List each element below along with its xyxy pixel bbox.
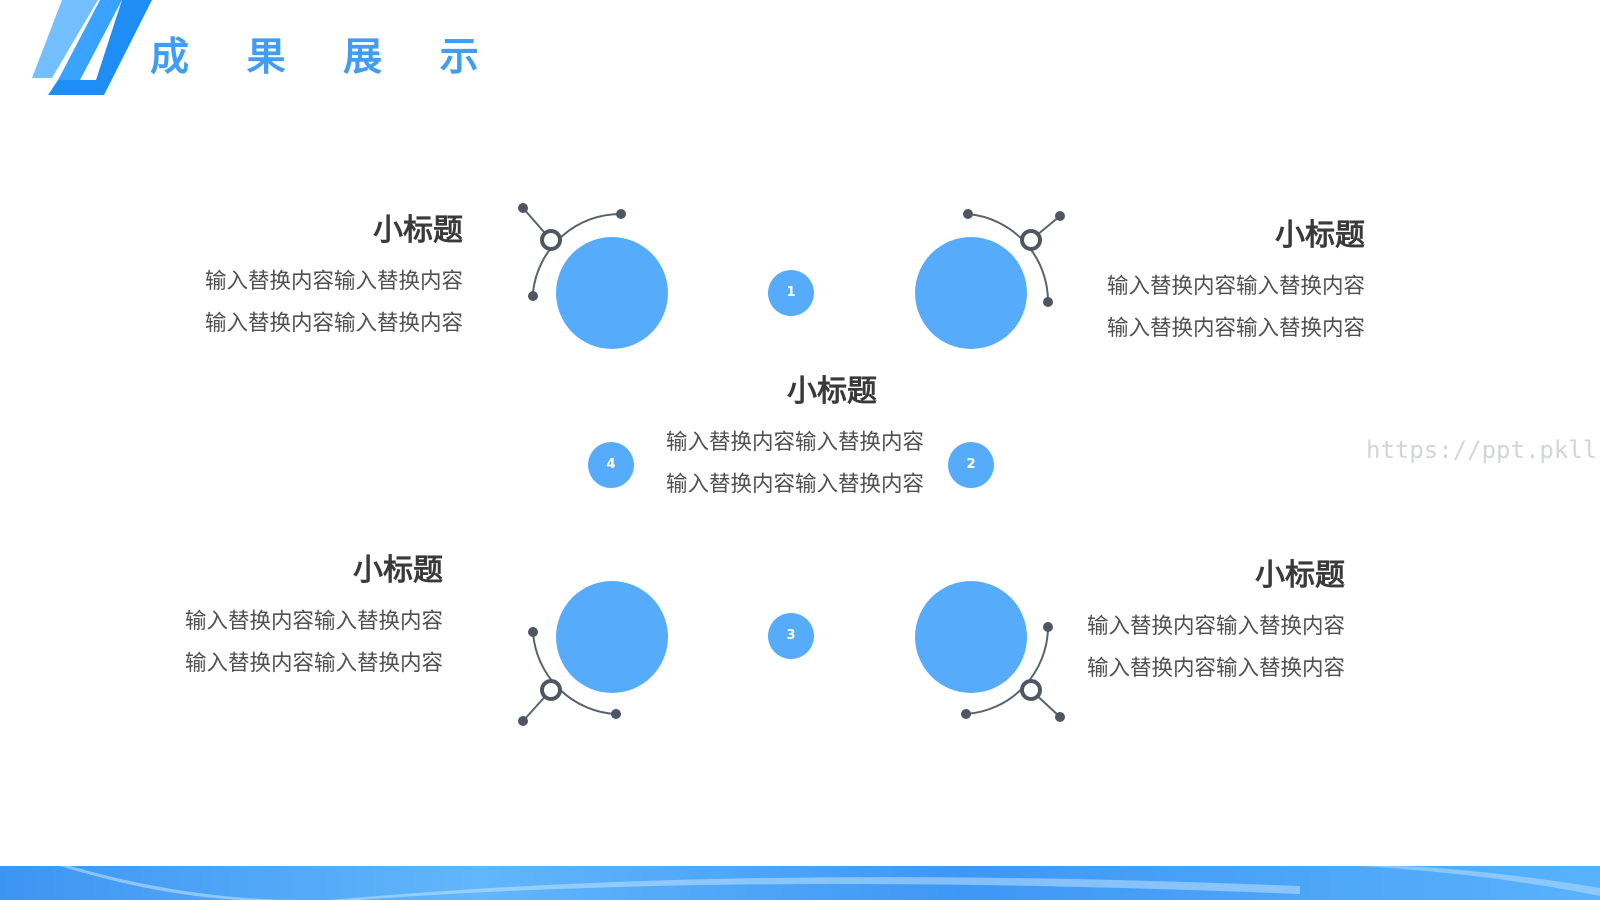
number-badge-3: 3: [768, 613, 814, 659]
block-body: 输入替换内容输入替换内容输入替换内容输入替换内容: [204, 269, 463, 336]
circle-bottom-left: [556, 581, 668, 693]
block-heading: 小标题: [373, 213, 463, 248]
number-badge-1: 1: [768, 270, 814, 316]
bottom-wave-band: [0, 866, 1600, 900]
block-body: 输入替换内容输入替换内容输入替换内容输入替换内容: [1086, 614, 1345, 681]
block-heading: 小标题: [353, 553, 443, 588]
block-body: 输入替换内容输入替换内容输入替换内容输入替换内容: [184, 609, 443, 676]
number-badge-2: 2: [948, 442, 994, 488]
text-block-bottom-right: 小标题 输入替换内容输入替换内容输入替换内容输入替换内容: [1075, 556, 1345, 690]
block-heading: 小标题: [787, 374, 877, 409]
block-heading: 小标题: [1255, 558, 1345, 593]
text-block-top-right: 小标题 输入替换内容输入替换内容输入替换内容输入替换内容: [1095, 216, 1365, 350]
circle-bottom-right: [915, 581, 1027, 693]
block-body: 输入替换内容输入替换内容输入替换内容输入替换内容: [665, 430, 924, 497]
text-block-bottom-left: 小标题 输入替换内容输入替换内容输入替换内容输入替换内容: [173, 551, 443, 685]
number-badge-4: 4: [588, 442, 634, 488]
circle-top-right: [915, 237, 1027, 349]
logo-shape: [32, 0, 152, 95]
circle-top-left: [556, 237, 668, 349]
text-block-center: 小标题 输入替换内容输入替换内容输入替换内容输入替换内容: [660, 372, 930, 506]
block-body: 输入替换内容输入替换内容输入替换内容输入替换内容: [1106, 274, 1365, 341]
text-block-top-left: 小标题 输入替换内容输入替换内容输入替换内容输入替换内容: [193, 211, 463, 345]
block-heading: 小标题: [1275, 218, 1365, 253]
watermark-text: https://ppt.pkll.de: [1366, 436, 1600, 464]
page-title: 成 果 展 示: [150, 35, 501, 80]
